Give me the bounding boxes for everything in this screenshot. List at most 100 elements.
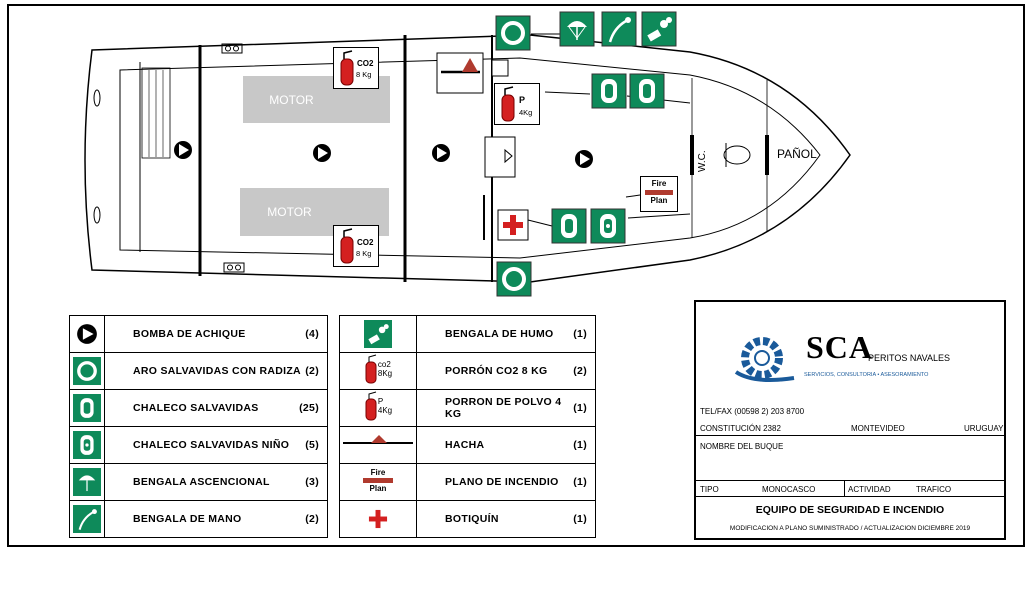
ship-name-label: NOMBRE DEL BUQUE [700,442,784,451]
legend-label-cell: BENGALA DE HUMO (1) [416,315,596,353]
co2-weight: 8 Kg [356,70,372,79]
extinguisher-icon [501,86,515,122]
child-life-jacket-icon [73,431,101,459]
legend-icon-cell [69,352,105,390]
legend-label: ARO SALVAVIDAS CON RADIZA [133,365,301,377]
legend-row: CHALECO SALVAVIDAS (25) [69,389,328,427]
legend-label: BENGALA ASCENCIONAL [133,476,270,488]
legend-label: BOTIQUÍN [445,513,499,525]
company-name: SCA [806,329,874,365]
bilge-pump-marker-4 [575,150,593,168]
legend-label: BENGALA DE MANO [133,513,242,525]
legend-row: HACHA(1) [339,426,596,464]
legend-label-cell: PLANO DE INCENDIO(1) [416,463,596,501]
activity-label: ACTIVIDAD [848,485,891,494]
activity-value: TRAFICO [916,485,952,494]
legend-label: HACHA [445,439,485,451]
porthole-bottom [223,262,245,273]
powder-extinguisher-plan: P 4Kg [494,83,540,125]
legend-label: CHALECO SALVAVIDAS [133,402,259,414]
legend-count: (2) [305,513,319,525]
revision-note: MODIFICACION A PLANO SUMINISTRADO / ACTU… [729,525,971,532]
legend-count: (2) [573,365,587,377]
legend-label-cell: HACHA(1) [416,426,596,464]
stern-grate [141,67,171,159]
legend-label: BOMBA DE ACHIQUE [133,328,246,340]
lifebuoy-icon [495,15,531,51]
toilet-icon [723,145,751,165]
legend-label: BENGALA DE HUMO [445,328,554,340]
legend-icon-cell [69,463,105,501]
legend-label-cell: CHALECO SALVAVIDAS (25) [104,389,328,427]
legend-icon-cell [339,426,417,464]
motor-label: MOTOR [267,205,312,219]
motor-upper: MOTOR [243,76,390,123]
legend-count: (5) [305,439,319,451]
drawing-frame [7,4,1025,547]
panol-label: PAÑOL [777,147,817,161]
legend-row: BOMBA DE ACHIQUE (4) [69,315,328,353]
smoke-signal-icon [641,11,677,47]
extinguisher-icon [340,228,354,264]
legend-label-cell: PORRON DE POLVO 4 KG(1) [416,389,596,427]
hand-flare-icon [601,11,637,47]
type-label: TIPO [700,485,719,494]
legend-label-cell: PORRÓN CO2 8 KG (2) [416,352,596,390]
legend-icon-cell [339,500,417,538]
legend-count: (1) [573,328,587,340]
co2-extinguisher-plan-2: CO2 8 Kg [333,225,379,267]
legend-label: PORRÓN CO2 8 KG [445,365,548,377]
legend-label-cell: BENGALA DE MANO (2) [104,500,328,538]
co2-text: CO2 [357,59,374,68]
address: CONSTITUCIÓN 2382 [700,424,781,433]
wc-label: W.C. [697,150,708,172]
child-life-jacket-icon [590,208,626,244]
motor-label: MOTOR [269,92,314,107]
legend-count: (1) [573,402,587,414]
company-subtitle: PERITOS NAVALES [868,353,951,363]
legend-count: (25) [299,402,319,414]
company-tagline: SERVICIOS, CONSULTORIA • ASESORAMIENTO [804,372,929,378]
life-jacket-icon [591,73,627,109]
legend-label-cell: ARO SALVAVIDAS CON RADIZA (2) [104,352,328,390]
legend-count: (2) [305,365,319,377]
fire-plan-marker: Fire Plan [640,176,678,212]
legend-label: PLANO DE INCENDIO [445,476,559,488]
co2-text: CO2 [357,238,374,247]
city: MONTEVIDEO [851,424,905,433]
legend-table-left: BOMBA DE ACHIQUE (4) ARO SALVAVIDAS CON RA… [69,315,328,538]
life-jacket-icon [629,73,665,109]
legend-count: (1) [573,513,587,525]
legend-row: ARO SALVAVIDAS CON RADIZA (2) [69,352,328,390]
legend-icon-cell [69,389,105,427]
legend-icon-cell [339,315,417,353]
axe-icon [343,434,413,444]
legend-label: CHALECO SALVAVIDAS NIÑO [133,439,290,451]
parachute-flare-icon [73,468,101,496]
powder-text: P [519,95,526,105]
legend-count: (4) [305,328,319,340]
telfax: TEL/FAX (00598 2) 203 8700 [700,407,805,416]
company-logo-icon [734,337,795,382]
powder-weight: 4Kg [519,108,533,117]
fire-plan-bottom: Plan [650,196,668,205]
bilge-pump-marker-3 [432,144,450,162]
drawing-title: EQUIPO DE SEGURIDAD E INCENDIO [755,504,945,516]
legend-row: BENGALA DE HUMO (1) [339,315,596,353]
legend-label-cell: CHALECO SALVAVIDAS NIÑO (5) [104,426,328,464]
legend-label-cell: BOMBA DE ACHIQUE (4) [104,315,328,353]
legend-row: CHALECO SALVAVIDAS NIÑO (5) [69,426,328,464]
inner-deck-line [119,57,821,259]
type-value: MONOCASCO [762,485,816,494]
co2-weight: 8 Kg [356,249,372,258]
hand-flare-icon [73,505,101,533]
